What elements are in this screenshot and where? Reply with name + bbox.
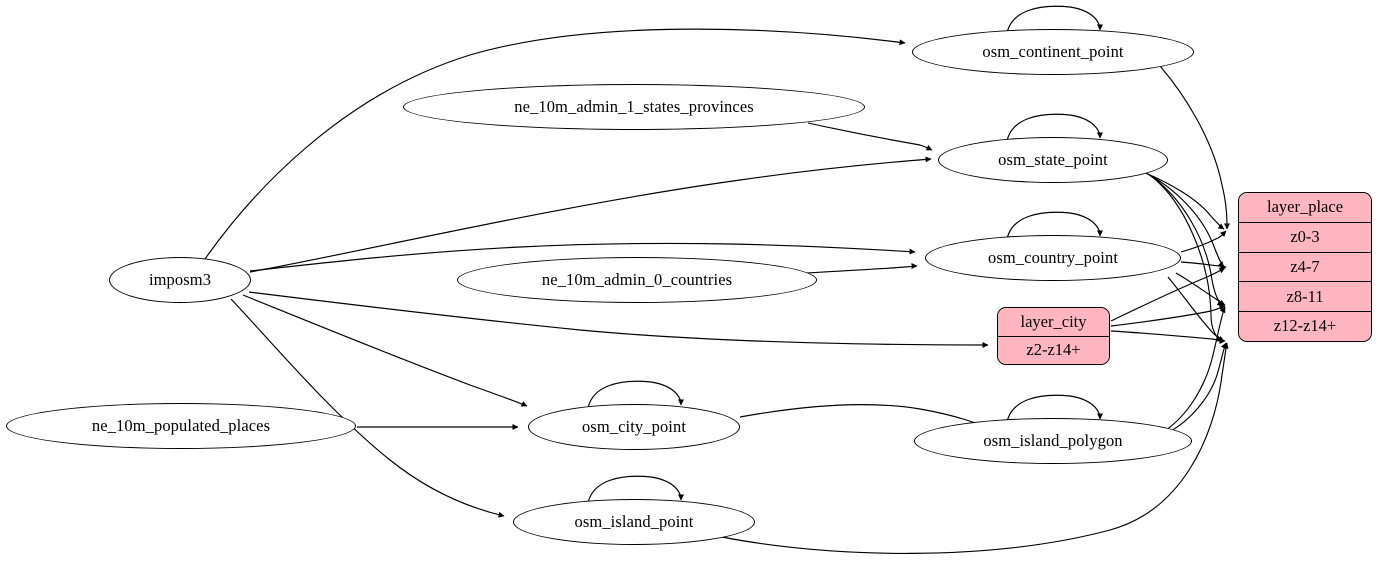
node-osm-state-point[interactable]: osm_state_point [938,137,1168,183]
node-ne-10m-admin-1-states-provinces[interactable]: ne_10m_admin_1_states_provinces [403,84,865,130]
edge-osm_country_point-to-layer_place-z0-3 [1180,230,1227,253]
edge-imposm3-to-osm_city_point [242,294,528,407]
edge-osm_island_polygon-to-layer_place-z8-11 [1165,306,1226,431]
layer-place-row-z8-11[interactable]: z8-11 [1239,281,1371,312]
node-label: osm_island_point [574,511,694,531]
edge-self-loop-osm_island_polygon [1006,394,1103,423]
node-label: osm_state_point [998,149,1108,169]
edge-imposm3-to-osm_continent_point [204,28,906,260]
node-label: imposm3 [148,269,212,289]
edge-ne_10m_admin_0_countries-to-osm_country_point [805,263,918,274]
edge-self-loop-osm_state_point [1006,113,1103,142]
edge-self-loop-osm_island_point [587,475,684,504]
edge-layer_city-to-layer_place-z8-11 [1110,304,1226,327]
node-label: osm_country_point [987,247,1119,267]
node-ne-10m-admin-0-countries[interactable]: ne_10m_admin_0_countries [457,257,817,303]
node-layer-place[interactable]: layer_place z0-3 z4-7 z8-11 z12-z14+ [1238,192,1372,342]
edge-osm_island_polygon-to-layer_place-z12-z14+ [1168,342,1227,433]
edge-layer_city-to-layer_place-z12-z14+ [1110,330,1226,344]
node-osm-city-point[interactable]: osm_city_point [528,404,740,450]
edge-imposm3-to-osm_country_point [249,242,916,272]
node-osm-country-point[interactable]: osm_country_point [925,235,1181,281]
edge-osm_state_point-to-layer_place-z4-7 [1145,172,1225,268]
edge-self-loop-osm_continent_point [1006,5,1103,34]
layer-place-title: layer_place [1239,193,1371,222]
edge-ne_10m_admin_1_states_provinces-to-osm_state_point [807,122,933,151]
layer-place-row-z12-z14plus[interactable]: z12-z14+ [1239,311,1371,341]
node-imposm3[interactable]: imposm3 [109,257,251,303]
edge-self-loop-osm_country_point [1006,211,1103,240]
edge-imposm3-to-layer_city [248,291,989,348]
node-osm-island-point[interactable]: osm_island_point [513,499,755,545]
layer-place-row-z4-7[interactable]: z4-7 [1239,251,1371,282]
node-ne-10m-populated-places[interactable]: ne_10m_populated_places [6,403,356,449]
node-label: osm_island_polygon [983,430,1123,450]
layer-place-row-z0-3[interactable]: z0-3 [1239,221,1371,252]
edge-imposm3-to-osm_state_point [249,156,932,273]
node-label: ne_10m_populated_places [91,415,271,435]
node-layer-city[interactable]: layer_city z2-z14+ [997,307,1110,365]
layer-city-title: layer_city [998,308,1109,336]
node-osm-island-polygon[interactable]: osm_island_polygon [914,418,1192,464]
edge-layer_city-to-layer_place-z4-7 [1110,267,1226,322]
edge-osm_continent_point-to-layer_place-z0-3 [1159,65,1230,230]
edge-osm_state_point-to-layer_place-z0-3 [1142,171,1225,230]
edge-osm_island_point-to-layer_place-z12-z14+ [721,342,1229,554]
node-osm-continent-point[interactable]: osm_continent_point [912,29,1194,75]
layer-city-row-z2-z14plus[interactable]: z2-z14+ [998,335,1109,364]
node-label: ne_10m_admin_0_countries [541,269,733,289]
node-label: osm_city_point [581,416,687,436]
node-label: osm_continent_point [982,41,1124,61]
edge-osm_country_point-to-layer_place-z8-11 [1175,272,1226,306]
edge-imposm3-to-osm_island_point [230,298,505,518]
edge-osm_country_point-to-layer_place-z4-7 [1180,261,1227,270]
node-label: ne_10m_admin_1_states_provinces [514,96,754,116]
edge-self-loop-osm_city_point [587,380,684,409]
